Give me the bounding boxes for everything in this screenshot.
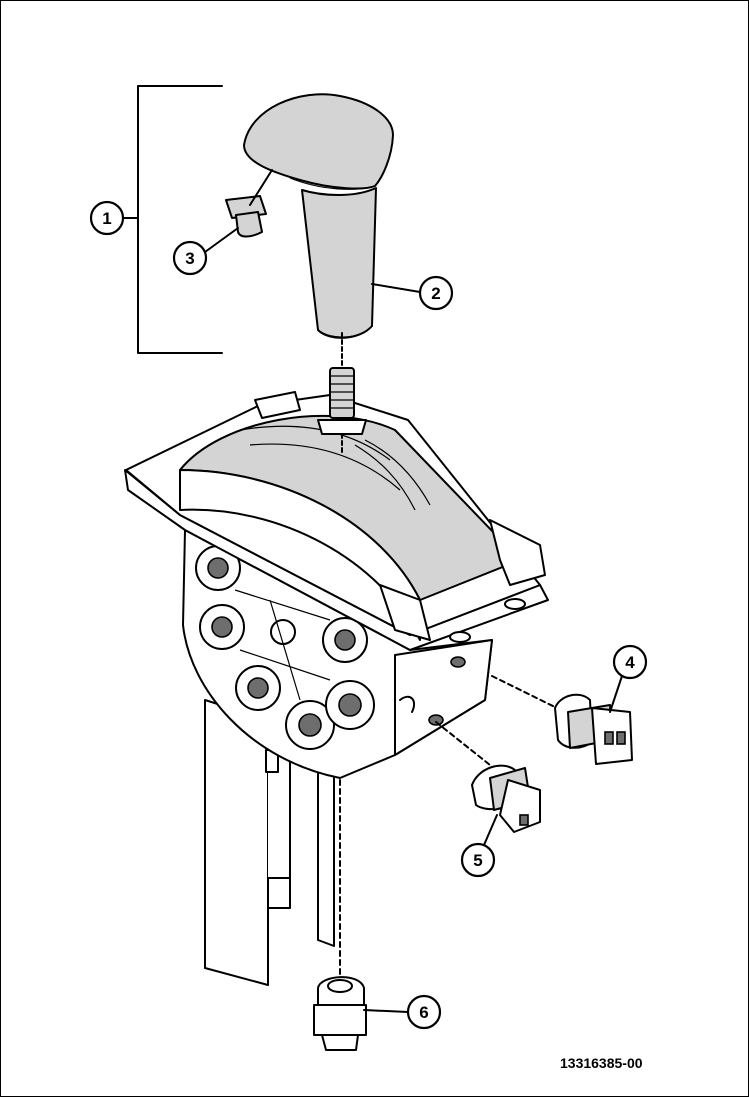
callout-label: 2 [431,284,440,303]
callout-6: 6 [406,994,442,1030]
callout-1: 1 [89,200,125,236]
shift-knob [243,93,394,339]
callout-3: 3 [172,240,208,276]
callout-5: 5 [460,842,496,878]
leader-lines [204,169,623,1013]
switch-connector-4 [491,675,633,765]
housing-cover [124,391,549,651]
shift-lever-stalk [204,699,335,986]
callout-label: 4 [625,653,635,672]
housing-body [182,529,493,779]
threaded-stud [317,367,367,456]
callout-label: 1 [102,209,111,228]
callout-4: 4 [612,644,648,680]
housing-bosses [195,545,375,750]
bushing [225,195,267,238]
callout-label: 3 [185,249,194,268]
switch-connector-5 [435,721,541,833]
figure-id: 13316385-00 [560,1055,643,1071]
switch-connector-6 [313,779,367,1051]
callout-label: 6 [419,1003,428,1022]
callout-2: 2 [418,275,454,311]
assembly-bracket [123,85,223,354]
callout-label: 5 [473,851,482,870]
